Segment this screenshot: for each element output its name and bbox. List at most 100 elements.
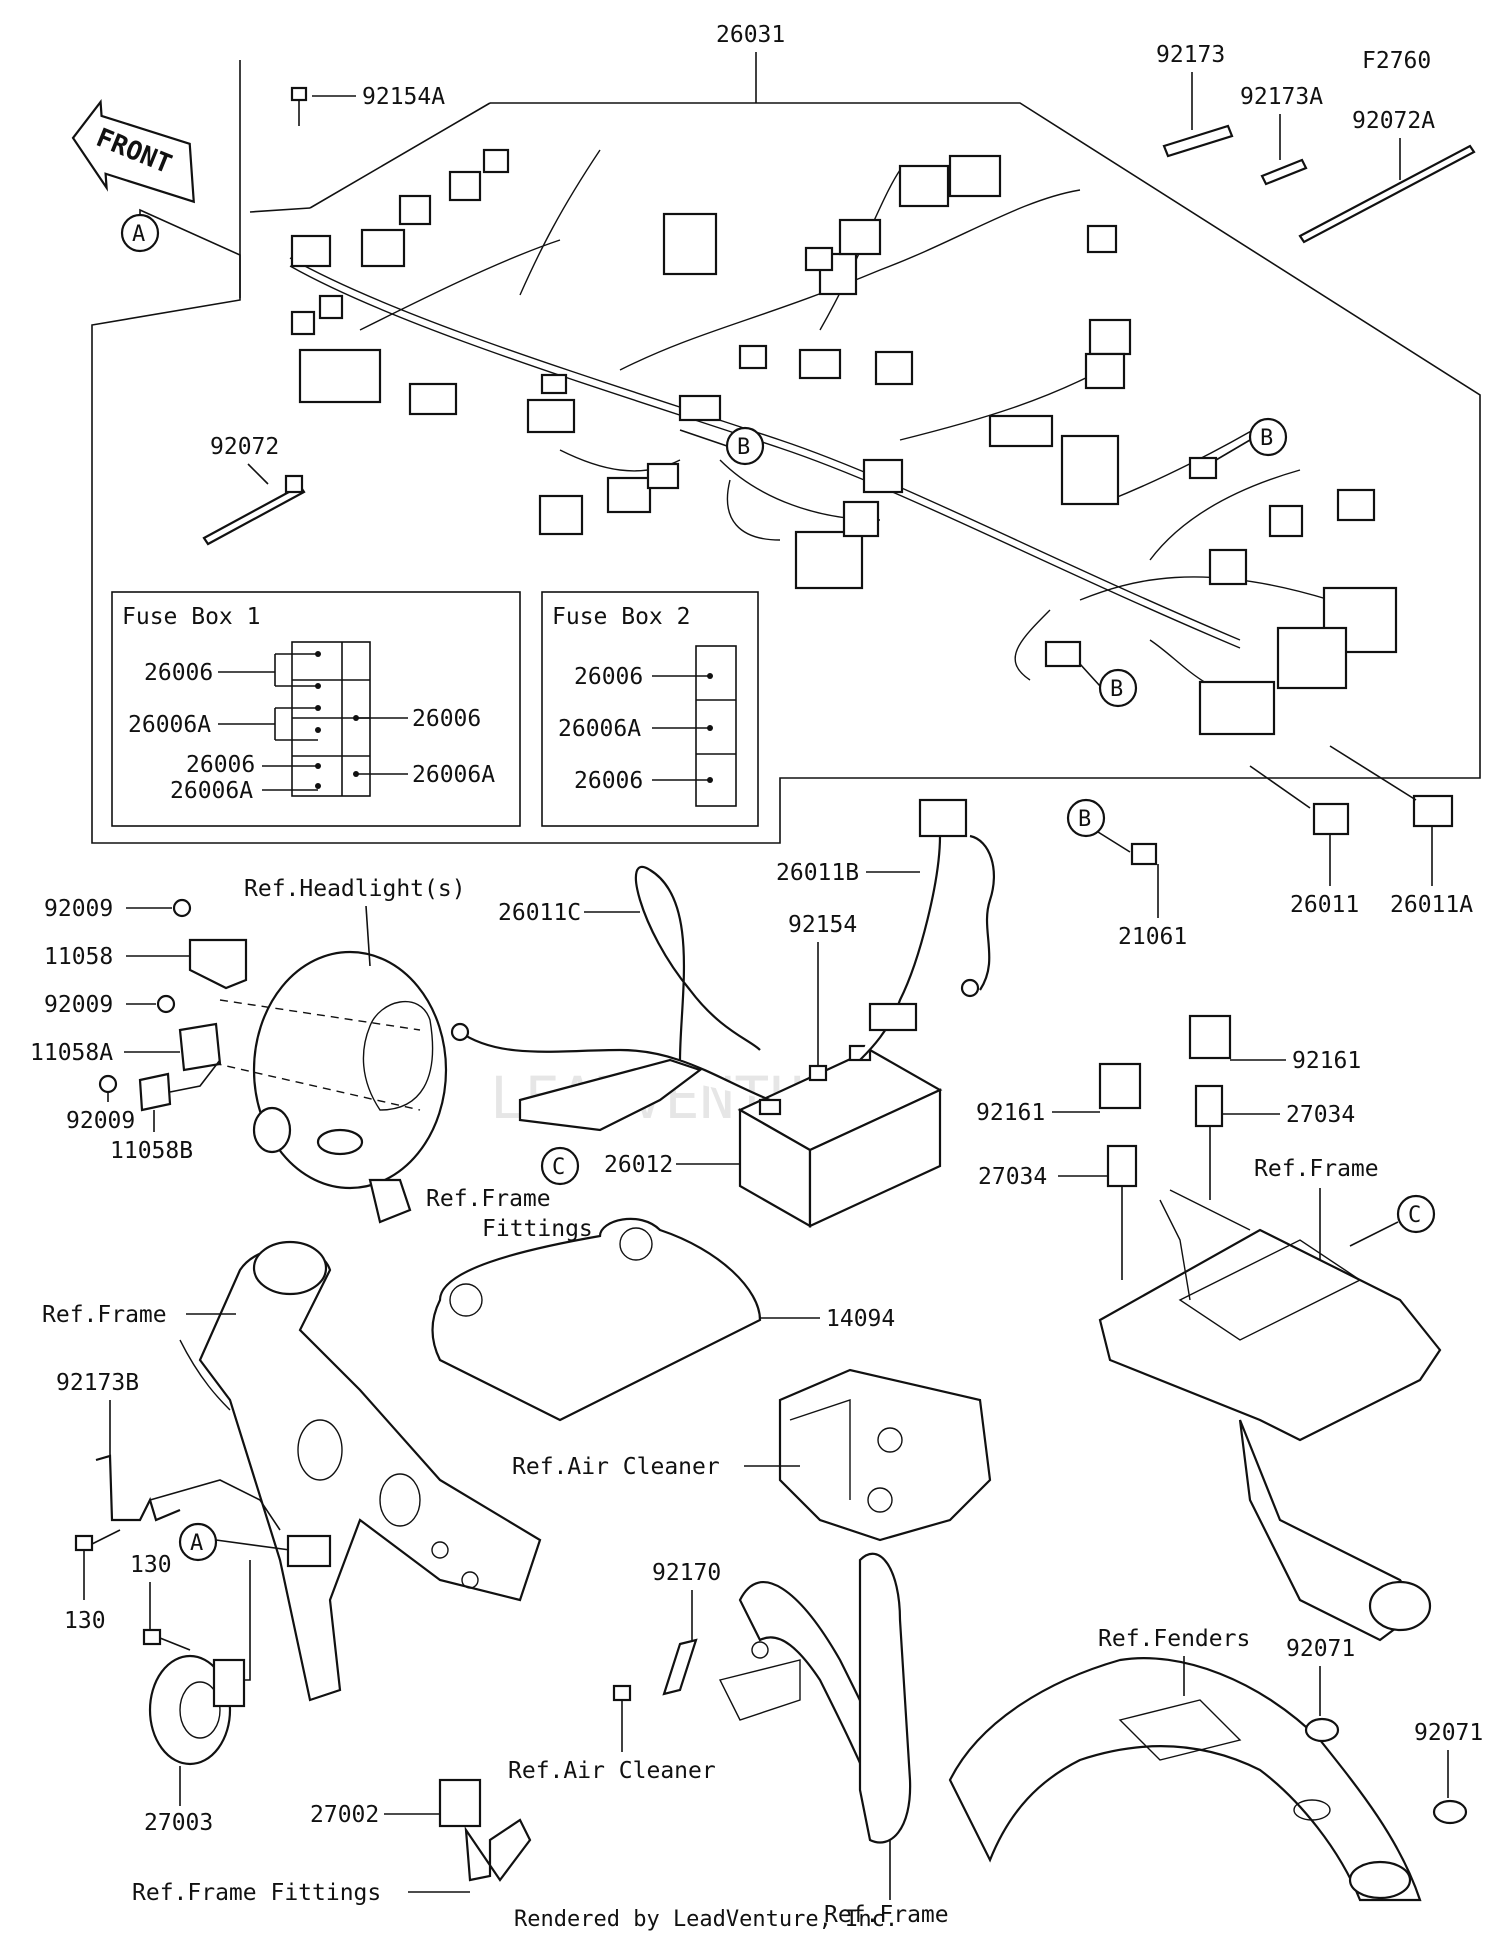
battery-cable-26011c <box>450 865 771 1102</box>
part-92009-3: 92009 <box>66 1108 135 1134</box>
relay-26011a-icon <box>1412 794 1454 828</box>
part-92173a: 92173A <box>1240 84 1323 110</box>
rear-frame-icon <box>1098 1189 1442 1642</box>
clamp-92173b-icon <box>95 1454 181 1522</box>
clamp-92173a-icon <box>1260 158 1308 186</box>
svg-text:B: B <box>1110 677 1123 702</box>
clamp-92173-icon <box>1162 124 1234 158</box>
svg-text:26006: 26006 <box>574 664 643 690</box>
svg-text:A: A <box>190 1531 203 1556</box>
relay-27034-2-icon <box>1106 1144 1138 1188</box>
relay-26011-icon <box>1312 802 1350 836</box>
svg-text:B: B <box>1078 807 1091 832</box>
ref-frame-fittings-bottom: Ref.Frame Fittings <box>132 1880 381 1906</box>
bracket-27002-icon <box>464 1818 532 1882</box>
svg-text:B: B <box>1260 426 1273 451</box>
bracket-11058b-icon <box>138 1072 172 1112</box>
svg-text:26006: 26006 <box>186 752 255 778</box>
part-27034-2: 27034 <box>978 1164 1047 1190</box>
ref-frame-right: Ref.Frame <box>1254 1156 1379 1182</box>
fuse-box-2-title: Fuse Box 2 <box>552 604 690 630</box>
front-arrow-icon: FRONT <box>71 98 195 204</box>
relay-92161-2-icon <box>1098 1062 1142 1110</box>
circle-b-marker-3: B <box>1079 663 1138 708</box>
part-130-1: 130 <box>64 1608 106 1634</box>
battery-bracket: C <box>518 1058 703 1186</box>
harness-outline <box>91 60 1481 844</box>
svg-text:26006: 26006 <box>144 660 213 686</box>
part-11058a: 11058A <box>30 1040 113 1066</box>
part-14094: 14094 <box>826 1306 895 1332</box>
svg-text:B: B <box>737 435 750 460</box>
part-27003: 27003 <box>144 1810 213 1836</box>
plate-14094-icon <box>431 1217 762 1422</box>
clamp-92170-icon <box>662 1638 698 1696</box>
part-11058: 11058 <box>44 944 113 970</box>
part-26011: 26011 <box>1290 892 1359 918</box>
svg-text:26006A: 26006A <box>170 778 253 804</box>
air-cleaner-icon <box>778 1368 992 1542</box>
svg-text:26006A: 26006A <box>412 762 495 788</box>
connector-blocks <box>290 148 1398 736</box>
front-frame-icon <box>179 1240 542 1702</box>
circle-b-marker-1: B <box>679 426 765 466</box>
cable-tie-92072-icon <box>202 474 306 546</box>
svg-text:26006: 26006 <box>412 706 481 732</box>
part-92173: 92173 <box>1156 42 1225 68</box>
part-92154: 92154 <box>788 912 857 938</box>
part-92071-1: 92071 <box>1286 1636 1355 1662</box>
part-92154a: 92154A <box>362 84 445 110</box>
battery-cable-26011b <box>859 798 995 1061</box>
circle-a-marker-2: A <box>178 1522 291 1562</box>
part-26011b: 26011B <box>776 860 859 886</box>
ref-air-cleaner-2: Ref.Air Cleaner <box>508 1758 716 1784</box>
ref-air-cleaner-1: Ref.Air Cleaner <box>512 1454 720 1480</box>
figure-code: F2760 <box>1362 48 1431 74</box>
relay-92161-1-icon <box>1188 1014 1232 1060</box>
circle-b-marker-4: B <box>1066 798 1131 853</box>
part-92072: 92072 <box>210 434 279 460</box>
part-26031: 26031 <box>716 22 785 48</box>
circle-c-marker-2: C <box>1349 1194 1436 1247</box>
screw-92009-1-icon <box>172 898 192 918</box>
footer-credit: Rendered by LeadVenture, Inc. <box>514 1907 898 1932</box>
fuse-box-2-panel: Fuse Box 2 26006 26006A 26006 <box>541 591 759 827</box>
horn-27003-icon <box>148 1654 246 1766</box>
fuse-box-1-panel: Fuse Box 1 26006 26006A 26006 26006A 260… <box>111 591 521 827</box>
part-92170: 92170 <box>652 1560 721 1586</box>
ref-fenders: Ref.Fenders <box>1098 1626 1250 1652</box>
part-92161-2: 92161 <box>976 1100 1045 1126</box>
grommet-92071-2-icon <box>1432 1799 1468 1825</box>
part-27002: 27002 <box>310 1802 379 1828</box>
ref-frame-bottom: Ref.Frame <box>824 1902 949 1928</box>
circle-b-marker-2: B <box>1215 417 1288 461</box>
part-26011a: 26011A <box>1390 892 1473 918</box>
grommet-92071-1-icon <box>1304 1717 1340 1743</box>
bracket-11058a-icon <box>178 1022 222 1072</box>
part-26012: 26012 <box>604 1152 673 1178</box>
bolt-130-1-icon <box>74 1534 94 1552</box>
screw-92009-2-icon <box>156 994 176 1014</box>
svg-text:A: A <box>132 222 145 247</box>
part-92173b: 92173B <box>56 1370 139 1396</box>
part-92161-1: 92161 <box>1292 1048 1361 1074</box>
bolt-air-cleaner-icon <box>612 1684 632 1702</box>
svg-text:26006A: 26006A <box>128 712 211 738</box>
fuse-box-1-title: Fuse Box 1 <box>122 604 260 630</box>
part-92009-2: 92009 <box>44 992 113 1018</box>
bolt-92154a-icon <box>290 86 308 126</box>
part-92009-1: 92009 <box>44 896 113 922</box>
screw-92009-3-icon <box>98 1074 118 1094</box>
wiring-harness <box>289 149 1331 701</box>
part-27034-1: 27034 <box>1286 1102 1355 1128</box>
relay-27002-icon <box>438 1778 482 1828</box>
relay-27034-1-icon <box>1194 1084 1224 1128</box>
cable-tie-92072a-icon <box>1298 144 1476 244</box>
svg-text:C: C <box>552 1155 565 1180</box>
part-26011c: 26011C <box>498 900 581 926</box>
ref-frame-fittings-2: Fittings <box>482 1216 593 1242</box>
part-92072a: 92072A <box>1352 108 1435 134</box>
bolt-130-2-icon <box>142 1628 162 1646</box>
svg-text:C: C <box>1408 1203 1421 1228</box>
